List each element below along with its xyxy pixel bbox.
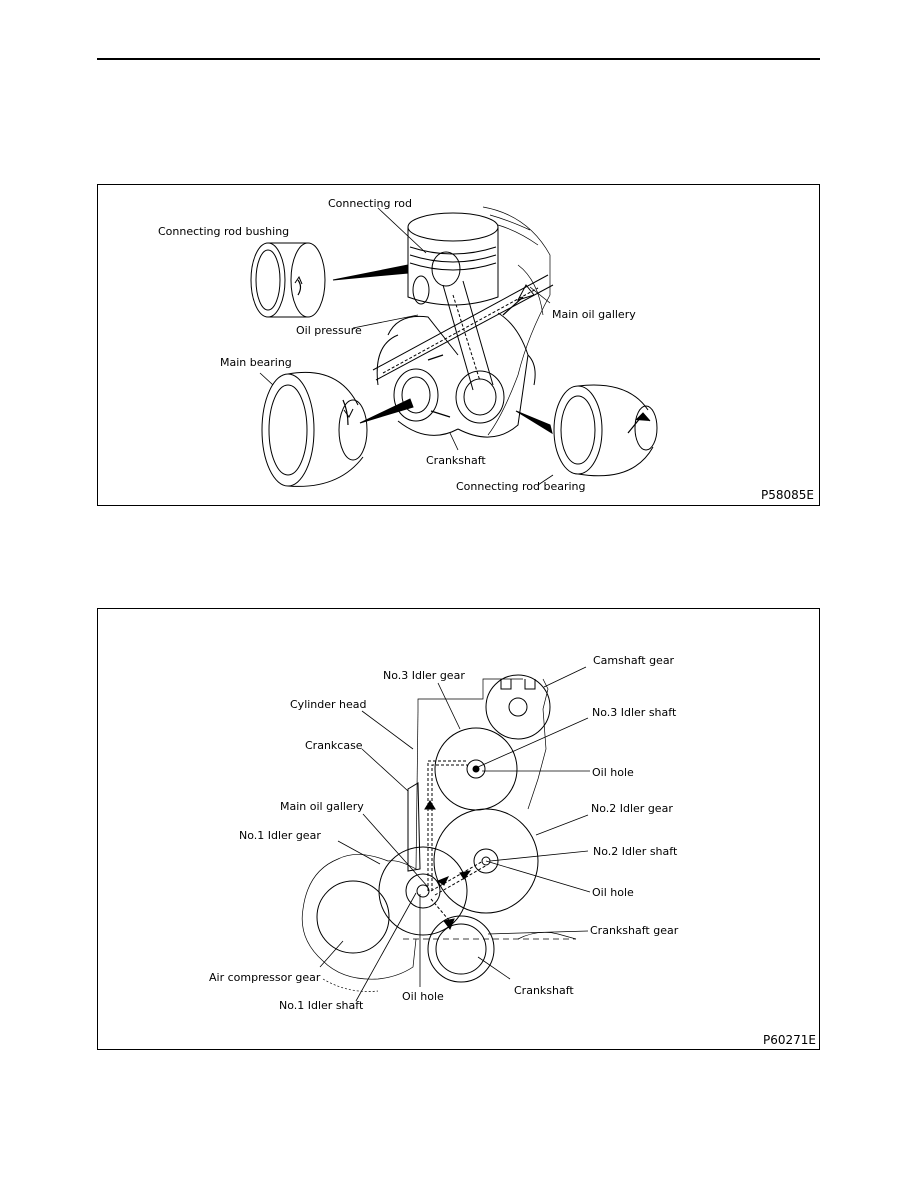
label-no3-idler-gear: No.3 Idler gear [383, 669, 465, 682]
label-cylinder-head: Cylinder head [290, 698, 367, 711]
label-no1-idler-shaft: No.1 Idler shaft [279, 999, 364, 1012]
label-no3-idler-shaft: No.3 Idler shaft [592, 706, 677, 719]
label-air-compressor-gear: Air compressor gear [209, 971, 321, 984]
label-no2-idler-gear: No.2 Idler gear [591, 802, 673, 815]
label-no2-idler-shaft: No.2 Idler shaft [593, 845, 678, 858]
crankshaft-body [376, 312, 536, 438]
crankshaft-gear [427, 915, 495, 983]
label-main-oil-gallery: Main oil gallery [552, 308, 636, 321]
main-oil-gallery-pipe [372, 274, 554, 381]
pointer-arrow-main-bearing [359, 398, 414, 424]
oil-passages [427, 760, 488, 926]
gear-train-illustration [301, 666, 591, 1002]
label-no1-idler-gear: No.1 Idler gear [239, 829, 321, 842]
no1-idler-gear [378, 846, 468, 936]
label-crankshaft-gear: Crankshaft gear [590, 924, 679, 937]
figure-code: P58085E [761, 488, 814, 502]
label-oil-hole-top: Oil hole [592, 766, 634, 779]
no2-idler-gear [433, 808, 539, 914]
header-rule [97, 58, 820, 60]
air-compressor-gear [316, 880, 390, 954]
label-crankshaft: Crankshaft [514, 984, 574, 997]
figure-gear-train-lubrication: Camshaft gear No.3 Idler gear Cylinder h… [97, 608, 820, 1050]
label-connecting-rod-bearing: Connecting rod bearing [456, 480, 586, 493]
connecting-rod [442, 280, 505, 424]
pointer-arrow-rod-bearing [515, 410, 553, 435]
camshaft-gear [485, 674, 551, 740]
leader-lines [319, 666, 591, 1002]
main-bearing [261, 371, 368, 487]
figure-code: P60271E [763, 1033, 816, 1047]
gear-case-outline [301, 678, 577, 992]
label-oil-hole-bottom: Oil hole [402, 990, 444, 1003]
crankcase-block [407, 782, 421, 872]
leader-lines [259, 207, 554, 486]
label-connecting-rod: Connecting rod [328, 197, 412, 210]
no3-idler-gear [434, 727, 518, 811]
figure-lubrication-crankshaft: Connecting rod Connecting rod bushing Oi… [97, 184, 820, 506]
oil-flow-arrows [424, 800, 472, 931]
label-main-bearing: Main bearing [220, 356, 292, 369]
label-crankcase: Crankcase [305, 739, 363, 752]
connecting-rod-bushing [250, 242, 326, 318]
piston [407, 212, 499, 306]
crankshaft-illustration [250, 206, 658, 487]
connecting-rod-bearing [553, 384, 658, 477]
pointer-arrow-bushing [332, 264, 409, 281]
label-camshaft-gear: Camshaft gear [593, 654, 675, 667]
label-crankshaft: Crankshaft [426, 454, 486, 467]
label-connecting-rod-bushing: Connecting rod bushing [158, 225, 290, 238]
label-oil-hole-mid: Oil hole [592, 886, 634, 899]
label-oil-pressure: Oil pressure [296, 324, 362, 337]
label-main-oil-gallery: Main oil gallery [280, 800, 364, 813]
